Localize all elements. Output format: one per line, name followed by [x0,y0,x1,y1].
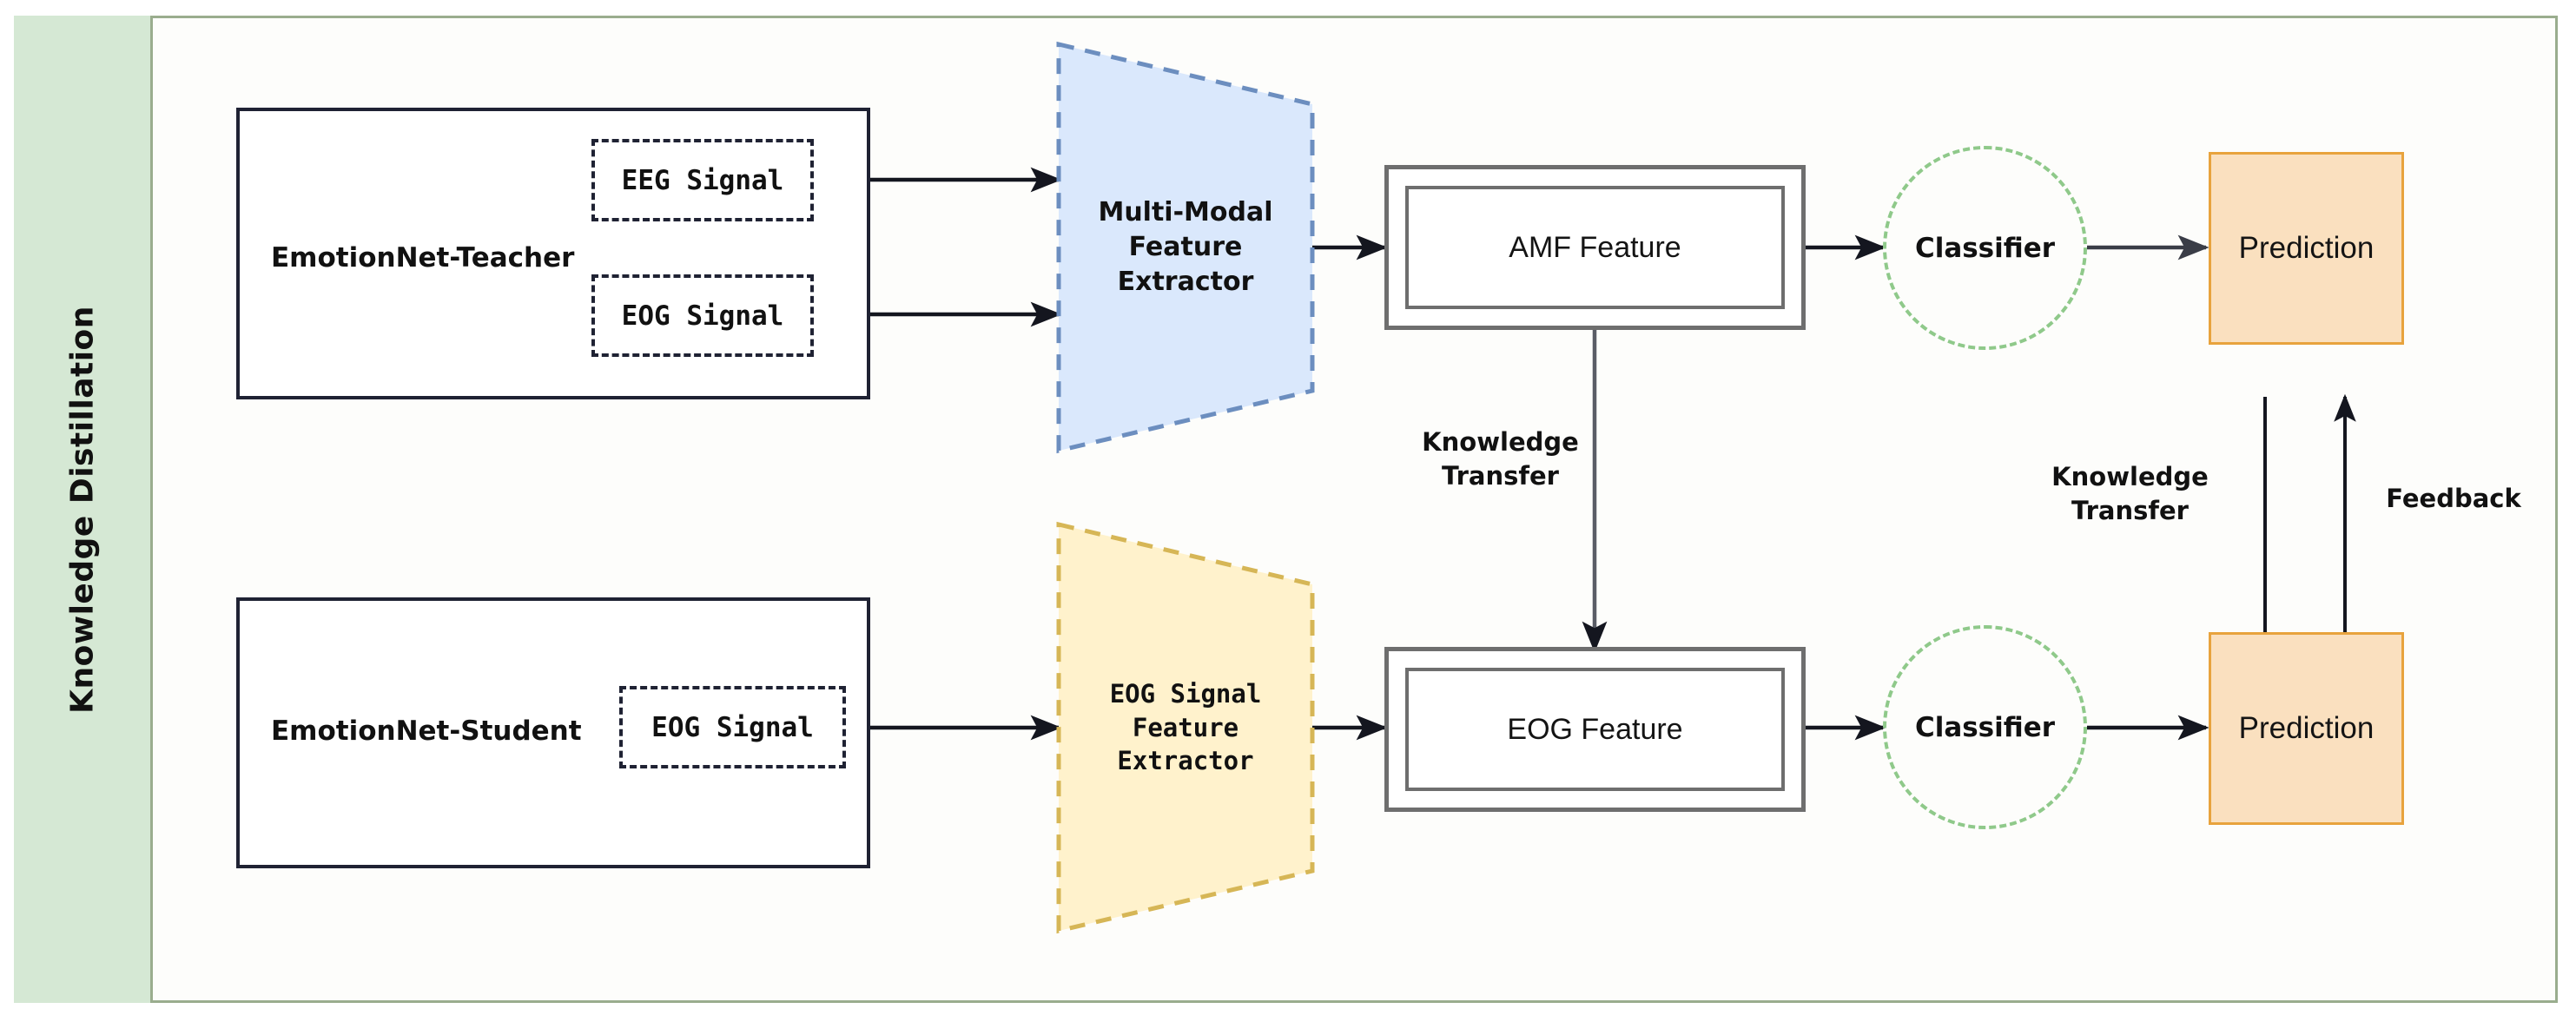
teacher-eog-signal-label: EOG Signal [621,300,784,332]
teacher-eeg-signal-chip[interactable]: EEG Signal [591,139,814,221]
eog-extractor-shape [1056,521,1315,934]
student-model-label: EmotionNet-Student [271,715,582,747]
student-eog-signal-chip[interactable]: EOG Signal [619,686,846,768]
amf-feature-label: AMF Feature [1509,230,1681,264]
teacher-eog-signal-chip[interactable]: EOG Signal [591,274,814,357]
teacher-eeg-signal-label: EEG Signal [621,164,784,196]
teacher-model-label: EmotionNet-Teacher [271,242,575,274]
eog-feature-label: EOG Feature [1507,712,1683,746]
multi-modal-feature-extractor[interactable]: Multi-Modal Feature Extractor [1055,41,1316,454]
student-prediction-label: Prediction [2238,711,2375,745]
student-classifier-label: Classifier [1914,711,2056,743]
student-eog-signal-label: EOG Signal [651,711,814,743]
teacher-prediction-box[interactable]: Prediction [2209,152,2404,345]
teacher-classifier-circle[interactable]: Classifier [1883,146,2087,350]
prediction-knowledge-transfer-label: Knowledge Transfer [2051,462,2209,526]
student-prediction-box[interactable]: Prediction [2209,632,2404,825]
teacher-prediction-label: Prediction [2238,231,2375,265]
multi-modal-extractor-shape [1056,41,1315,454]
amf-feature-inner: AMF Feature [1405,186,1785,309]
amf-feature-box: AMF Feature [1384,165,1806,330]
knowledge-distillation-band: Knowledge Distillation [14,16,153,1003]
feature-knowledge-transfer-label: Knowledge Transfer [1422,427,1579,491]
feedback-label: Feedback [2386,484,2521,513]
eog-feature-box: EOG Feature [1384,647,1806,812]
knowledge-distillation-band-label: Knowledge Distillation [64,305,100,714]
eog-signal-feature-extractor[interactable]: EOG Signal Feature Extractor [1055,521,1316,934]
teacher-classifier-label: Classifier [1914,232,2056,264]
eog-feature-inner: EOG Feature [1405,668,1785,791]
student-classifier-circle[interactable]: Classifier [1883,625,2087,829]
